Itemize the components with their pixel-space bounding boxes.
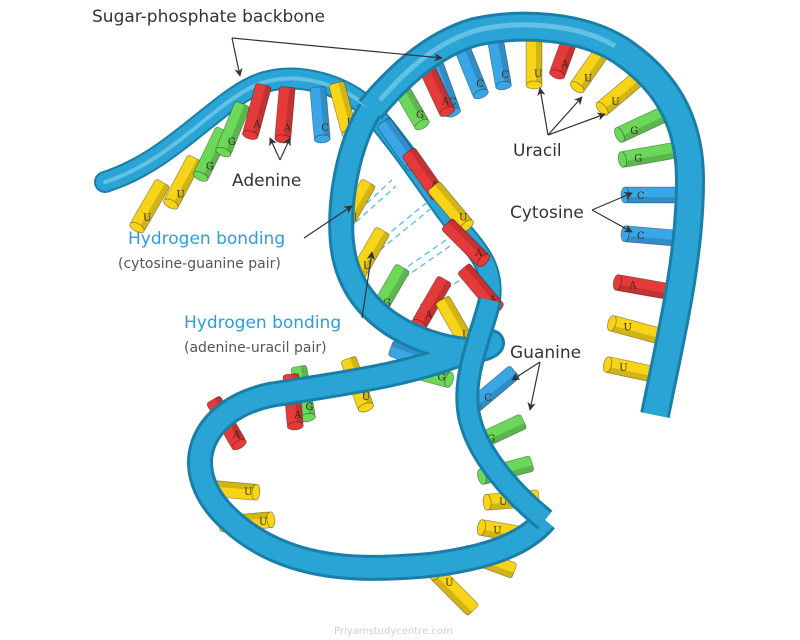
h-bond-line xyxy=(379,205,435,251)
base-letter: C xyxy=(637,231,645,242)
backbone-front xyxy=(187,11,706,581)
base-letter: U xyxy=(176,189,184,200)
base-letter: U xyxy=(623,322,631,333)
base-g: G xyxy=(617,142,675,168)
arrow-uracil-2 xyxy=(547,96,583,136)
base-letter: G xyxy=(305,402,313,413)
guanine-label: Guanine xyxy=(510,343,581,363)
base-letter: U xyxy=(362,392,370,403)
base-letter: U xyxy=(584,73,592,84)
base-letter: A xyxy=(424,310,433,321)
arrow-hb-au xyxy=(361,251,376,319)
base-c: C xyxy=(309,86,331,144)
base-letter: C xyxy=(321,123,329,134)
uracil-label: Uracil xyxy=(513,141,562,161)
base-letter: G xyxy=(630,126,638,137)
base-letter: U xyxy=(459,213,467,224)
base-letter: U xyxy=(534,69,542,80)
watermark: Priyamstudycentre.com xyxy=(334,626,453,637)
base-letter: G xyxy=(228,137,236,148)
base-letter: A xyxy=(283,123,292,134)
arrow-backbone-left xyxy=(231,37,243,77)
base-a: A xyxy=(441,217,491,268)
base-letter: A xyxy=(474,248,483,259)
arrow-adenine-2 xyxy=(279,137,291,161)
base-letter: G xyxy=(438,373,446,384)
base-letter: A xyxy=(441,97,450,108)
backbone-label: Sugar-phosphate backbone xyxy=(92,7,325,27)
base-letter: U xyxy=(462,330,470,341)
base-letter: G xyxy=(383,298,391,309)
base-letter: A xyxy=(252,120,261,131)
base-letter: A xyxy=(232,430,241,441)
h-bond-line xyxy=(355,185,397,223)
h-bond-line xyxy=(403,245,451,279)
base-letter: A xyxy=(293,410,302,421)
hb-cg-title: Hydrogen bonding xyxy=(128,229,285,249)
arrow-uracil-1 xyxy=(537,87,549,136)
base-u: U xyxy=(595,69,648,116)
base-letter: U xyxy=(143,213,151,224)
base-letter: G xyxy=(487,434,495,445)
base-letter: U xyxy=(244,487,252,498)
base-g: G xyxy=(215,101,251,158)
base-letter: G xyxy=(416,110,424,121)
cytosine-label: Cytosine xyxy=(510,203,584,223)
adenine-label: Adenine xyxy=(232,171,301,191)
base-c: C xyxy=(454,42,489,100)
base-a: A xyxy=(274,86,296,144)
base-letter: U xyxy=(259,517,267,528)
base-letter: A xyxy=(628,281,637,292)
base-c: C xyxy=(620,186,678,204)
base-letter: C xyxy=(476,79,484,90)
arrow-uracil-3 xyxy=(547,112,606,136)
base-u: U xyxy=(427,180,474,233)
base-a: A xyxy=(612,274,670,300)
base-letter: C xyxy=(449,97,457,108)
base-u: U xyxy=(602,356,660,384)
base-letter: U xyxy=(611,97,619,108)
base-u: U xyxy=(525,32,542,90)
base-letter: U xyxy=(445,578,453,589)
base-u: U xyxy=(129,179,170,234)
base-a: A xyxy=(418,61,455,117)
arrow-backbone-right xyxy=(231,37,443,62)
hb-au-title: Hydrogen bonding xyxy=(184,313,341,333)
base-c: C xyxy=(620,225,678,247)
h-bond-line xyxy=(351,179,393,218)
base-letter: G xyxy=(206,162,214,173)
base-letter: A xyxy=(488,295,497,306)
arrow-cytosine-1 xyxy=(591,192,633,211)
base-letter: C xyxy=(637,191,645,202)
arrow-adenine-1 xyxy=(269,137,281,161)
base-letter: G xyxy=(634,153,642,164)
base-letter: C xyxy=(501,70,509,81)
label-arrows xyxy=(231,37,633,411)
base-letter: C xyxy=(484,393,492,404)
base-letter: U xyxy=(499,497,507,508)
arrow-guanine-2 xyxy=(527,361,541,411)
arrow-cytosine-2 xyxy=(591,209,633,233)
base-letter: A xyxy=(560,59,569,70)
base-letter: U xyxy=(619,363,627,374)
base-u: U xyxy=(607,315,664,345)
arrow-guanine-1 xyxy=(511,361,541,381)
base-a: A xyxy=(242,83,272,140)
base-letter: U xyxy=(363,261,371,272)
arrow-hb-cg xyxy=(303,205,353,239)
base-g: G xyxy=(614,106,670,143)
base-letter: U xyxy=(493,526,501,537)
hb-au-subtitle: (adenine-uracil pair) xyxy=(184,340,327,356)
hb-cg-subtitle: (cytosine-guanine pair) xyxy=(118,256,281,272)
h-bond-line xyxy=(399,239,447,273)
